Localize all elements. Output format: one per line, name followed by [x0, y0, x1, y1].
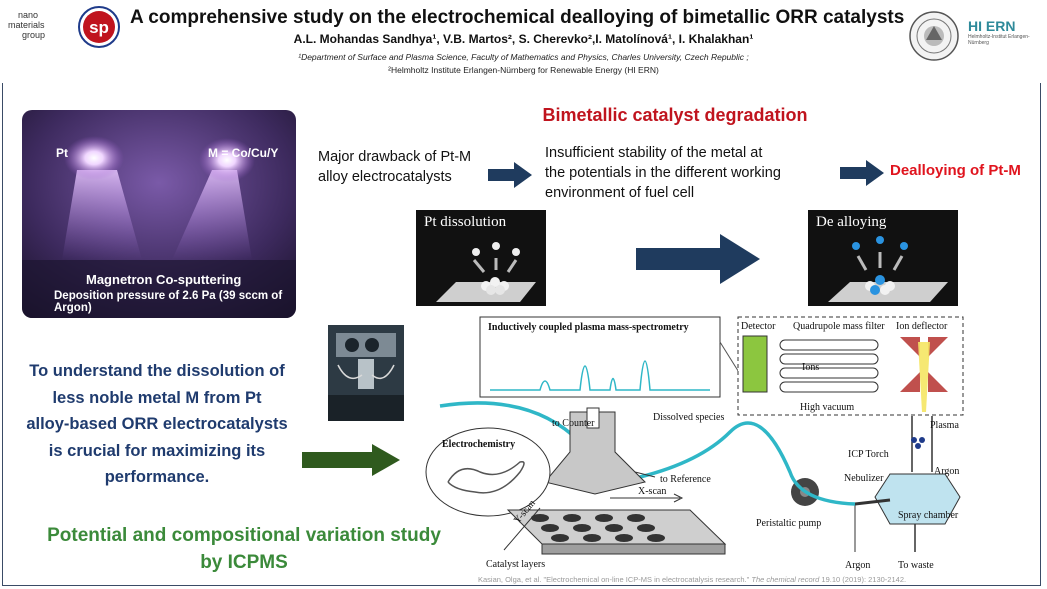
- seal-icon: [909, 11, 959, 61]
- reference-authors: Kasian, Olga, et al. "Electrochemical on…: [478, 575, 750, 584]
- quadrupole-rod: [779, 381, 879, 393]
- aim-line-2: less noble metal M from Pt: [52, 388, 262, 407]
- authors: A.L. Mohandas Sandhya¹, V.B. Martos², S.…: [293, 32, 754, 46]
- catalyst-layers-label: Catalyst layers: [486, 559, 545, 570]
- drawback-line-2: alloy electrocatalysts: [318, 169, 452, 185]
- plasma-label: Plasma: [930, 420, 959, 431]
- arrow-right-icon: [840, 160, 884, 186]
- magnetron-photo: Pt M = Co/Cu/Y Magnetron Co-sputtering D…: [22, 110, 296, 318]
- icpms-diagram: Inductively coupled plasma mass-spectrom…: [425, 316, 964, 571]
- photo-label-m: M = Co/Cu/Y: [208, 146, 279, 160]
- ion-deflector-label: Ion deflector: [896, 321, 948, 332]
- instability-text: Insufficient stability of the metal at t…: [545, 143, 781, 203]
- to-waste-label: To waste: [898, 560, 934, 571]
- aim-text: To understand the dissolution of less no…: [8, 358, 306, 491]
- magnetron-photo-image: [22, 110, 296, 318]
- detector-element: [742, 335, 768, 393]
- aim-line-4: is crucial for maximizing its: [48, 441, 266, 460]
- photo-caption-2: Deposition pressure of 2.6 Pa (39 sccm o…: [54, 290, 283, 314]
- aim-line-3: alloy-based ORR electrocatalysts: [26, 415, 288, 433]
- x-scan-label: X-scan: [638, 486, 666, 497]
- sp-logo-text: sp: [89, 18, 109, 37]
- study-text: Potential and compositional variation st…: [18, 522, 470, 576]
- reference-journal: The chemical record: [751, 575, 820, 584]
- icp-torch-label: ICP Torch: [848, 449, 889, 460]
- icpms-spectrum-box: [479, 316, 721, 398]
- nano-materials-group-logo: nano materials group: [8, 10, 60, 50]
- spray-chamber-label: Spray chamber: [898, 510, 959, 521]
- to-reference-label: to Reference: [660, 474, 711, 485]
- instability-line-3: environment of fuel cell: [545, 185, 695, 201]
- quadrupole-rod: [779, 353, 879, 365]
- flow-tube: [439, 401, 856, 506]
- detector-label: Detector: [741, 321, 776, 332]
- nebulizer-label: Nebulizer: [844, 473, 884, 484]
- argon-bottom-label: Argon: [845, 560, 870, 571]
- affiliation-1: ¹Department of Surface and Plasma Scienc…: [298, 52, 749, 62]
- de-alloying-panel: De alloying: [808, 210, 958, 306]
- study-line-2: by ICPMS: [200, 552, 288, 573]
- poster-title: A comprehensive study on the electrochem…: [130, 7, 905, 28]
- icpms-title: Inductively coupled plasma mass-spectrom…: [488, 322, 689, 333]
- ions-label: Ions: [802, 362, 819, 373]
- spray-chamber: [874, 473, 961, 525]
- instability-line-2: the potentials in the different working: [545, 165, 781, 181]
- degradation-heading: Bimetallic catalyst degradation: [542, 105, 808, 125]
- hiern-logo: HI ERN Helmholtz-Institut Erlangen-Nürnb…: [968, 18, 1040, 48]
- dealloying-result: Dealloying of Pt-M: [890, 162, 1021, 179]
- affiliation-2: ²Helmholtz Institute Erlangen-Nürnberg f…: [388, 65, 659, 75]
- reference-details: 19.10 (2019): 2130-2142.: [821, 575, 907, 584]
- drawback-line-1: Major drawback of Pt-M: [318, 149, 472, 165]
- photo-label-pt: Pt: [56, 146, 68, 160]
- large-arrow-right-icon: [636, 234, 760, 284]
- quadrupole-label: Quadrupole mass filter: [793, 321, 885, 332]
- hiern-logo-text: HI ERN: [968, 18, 1016, 34]
- sp-logo-icon: sp: [78, 6, 120, 48]
- peristaltic-pump-label: Peristaltic pump: [756, 518, 821, 529]
- instability-line-1: Insufficient stability of the metal at: [545, 145, 763, 161]
- lab-setup-photo: [328, 325, 404, 421]
- arrow-right-icon: [488, 162, 532, 188]
- logo-text-materials: materials: [8, 20, 45, 30]
- cv-curve: [447, 460, 525, 494]
- pt-dissolution-label: Pt dissolution: [424, 214, 507, 230]
- photo-caption-1: Magnetron Co-sputtering: [86, 272, 242, 287]
- quadrupole-rod: [779, 367, 879, 379]
- green-arrow-icon: [302, 444, 400, 476]
- pt-dissolution-panel: Pt dissolution: [416, 210, 546, 306]
- university-seal: [908, 10, 960, 62]
- de-alloying-label: De alloying: [816, 214, 887, 230]
- aim-line-1: To understand the dissolution of: [29, 362, 285, 380]
- de-alloying-image: [828, 236, 948, 302]
- drawback-text: Major drawback of Pt-M alloy electrocata…: [318, 147, 471, 187]
- study-line-1: Potential and compositional variation st…: [47, 525, 441, 546]
- argon-top-label: Argon: [934, 466, 959, 477]
- logo-text-group: group: [22, 30, 46, 40]
- logo-text-nano: nano: [18, 10, 39, 20]
- high-vacuum-label: High vacuum: [800, 402, 854, 413]
- poster-frame: [2, 83, 1041, 586]
- aim-line-5: performance.: [104, 468, 210, 486]
- sp-logo: sp: [78, 6, 120, 48]
- to-counter-label: to Counter: [552, 418, 595, 429]
- lab-setup-image: [328, 325, 404, 421]
- hiern-logo-sub: Helmholtz-Institut Erlangen-Nürnberg: [968, 34, 1030, 46]
- dissolved-species-label: Dissolved species: [653, 412, 724, 423]
- electrochemistry-inset: [425, 427, 551, 517]
- pt-dissolution-image: [436, 242, 536, 302]
- reference: Kasian, Olga, et al. "Electrochemical on…: [478, 575, 906, 584]
- electrochemistry-label: Electrochemistry: [442, 439, 515, 450]
- spectrum-line: [490, 360, 710, 391]
- quadrupole-rod: [779, 339, 879, 351]
- flow-cell: [544, 411, 646, 495]
